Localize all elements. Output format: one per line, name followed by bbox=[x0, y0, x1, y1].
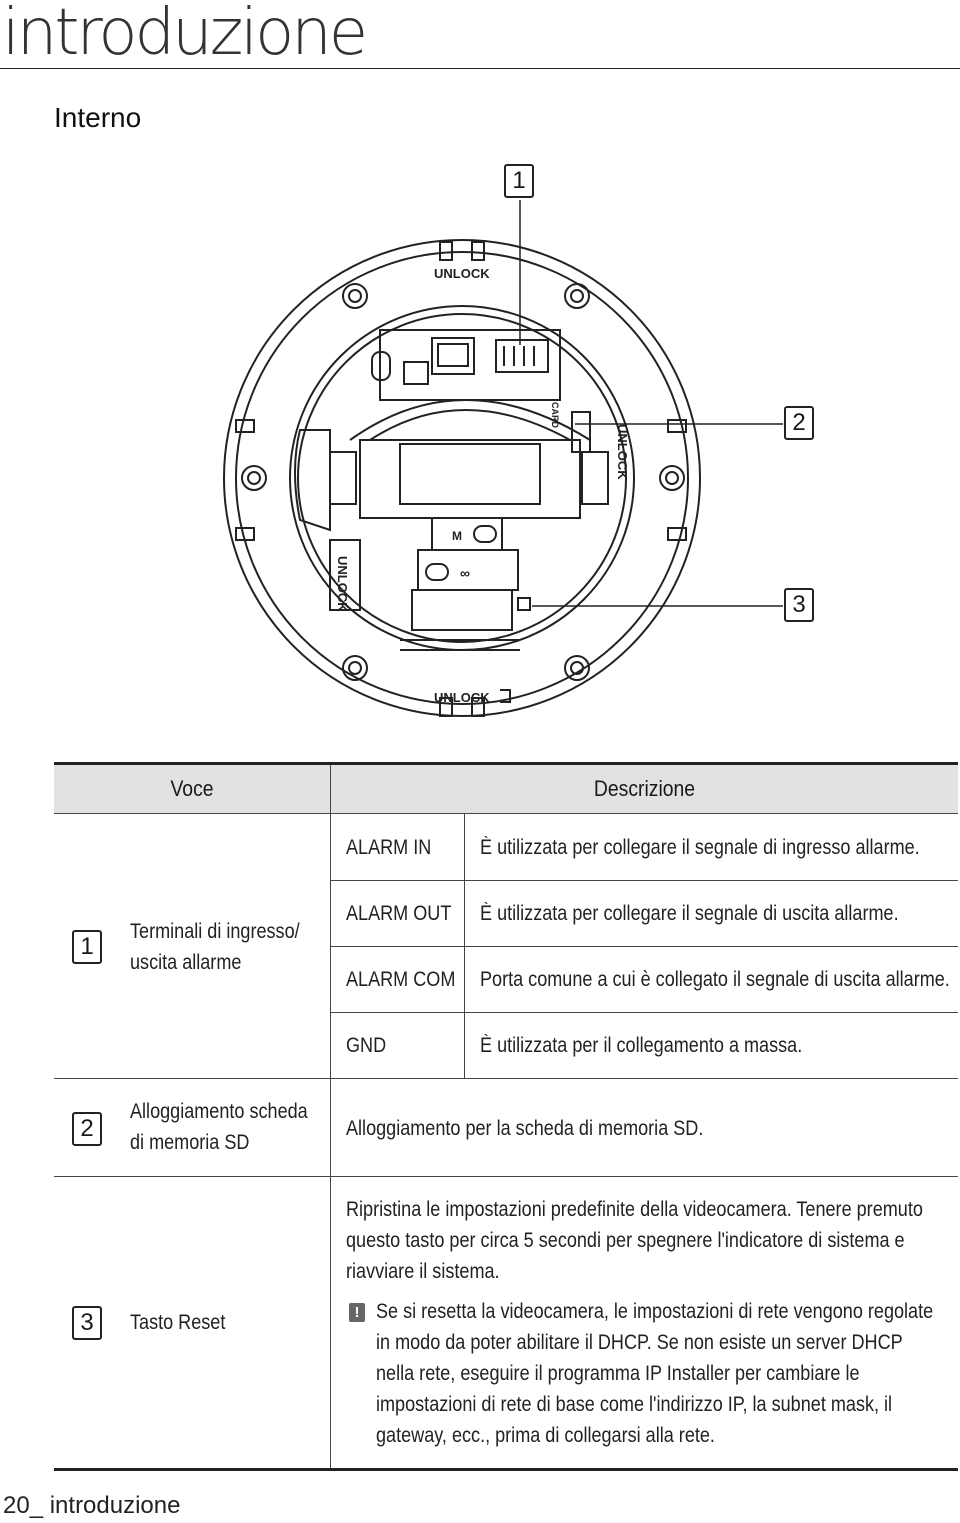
subrow-name: ALARM COM bbox=[346, 968, 456, 991]
subrow-desc: Porta comune a cui è collegato il segnal… bbox=[480, 968, 950, 991]
table-top-rule bbox=[54, 762, 958, 765]
unlock-label-bottom: UNLOCK bbox=[434, 690, 490, 705]
unlock-label-left: UNLOCK bbox=[335, 556, 350, 612]
unlock-label-top: UNLOCK bbox=[434, 266, 490, 281]
footer-label: introduzione bbox=[49, 1492, 181, 1519]
row-divider bbox=[54, 1176, 958, 1177]
figure-callout-2: 2 bbox=[784, 406, 814, 440]
table-header: Voce Descrizione bbox=[54, 765, 958, 814]
row-desc-3: Ripristina le impostazioni predefinite d… bbox=[346, 1198, 923, 1283]
row-divider bbox=[330, 946, 958, 947]
subrow-name: ALARM OUT bbox=[346, 902, 452, 925]
row-number-2: 2 bbox=[72, 1112, 102, 1146]
sd-card-label: CARD bbox=[550, 402, 560, 428]
infinity-label: ∞ bbox=[460, 565, 470, 581]
unlock-label-right: UNLOCK bbox=[615, 424, 630, 480]
header-description: Descrizione bbox=[593, 776, 696, 801]
chapter-title: introduzione bbox=[2, 0, 368, 70]
subrow-desc: È utilizzata per collegare il segnale di… bbox=[480, 836, 920, 859]
row-number-3: 3 bbox=[72, 1306, 102, 1340]
header-item: Voce bbox=[170, 776, 214, 801]
focus-label: M bbox=[452, 529, 462, 543]
subrow-desc: È utilizzata per collegare il segnale di… bbox=[480, 902, 899, 925]
row-divider bbox=[54, 1078, 958, 1079]
subrow-desc: È utilizzata per il collegamento a massa… bbox=[480, 1034, 803, 1057]
col-divider bbox=[330, 765, 331, 1469]
row-item-3: Tasto Reset bbox=[130, 1311, 226, 1334]
page-footer: 20_ introduzione bbox=[3, 1492, 180, 1520]
figure-callout-1: 1 bbox=[504, 164, 534, 198]
subrow-name: GND bbox=[346, 1034, 387, 1057]
camera-interior-figure: UNLOCK UNLOCK UNLOCK UNLOCK CARD ∞ M bbox=[223, 200, 783, 717]
page-number: 20_ bbox=[3, 1492, 44, 1519]
row-note-3: Se si resetta la videocamera, le imposta… bbox=[376, 1300, 934, 1447]
row-number-1: 1 bbox=[72, 930, 102, 964]
section-title: Interno bbox=[54, 102, 142, 133]
note-icon: ! bbox=[349, 1303, 365, 1322]
row-item-1: Terminali di ingresso/ uscita allarme bbox=[130, 920, 300, 974]
table-bottom-rule bbox=[54, 1468, 958, 1471]
header-rule bbox=[0, 68, 960, 69]
subrow-name: ALARM IN bbox=[346, 836, 432, 859]
figure-callout-3: 3 bbox=[784, 588, 814, 622]
row-item-2: Alloggiamento scheda di memoria SD bbox=[130, 1100, 308, 1154]
row-divider bbox=[330, 880, 958, 881]
row-desc-2: Alloggiamento per la scheda di memoria S… bbox=[346, 1117, 704, 1140]
row-divider bbox=[330, 1012, 958, 1013]
